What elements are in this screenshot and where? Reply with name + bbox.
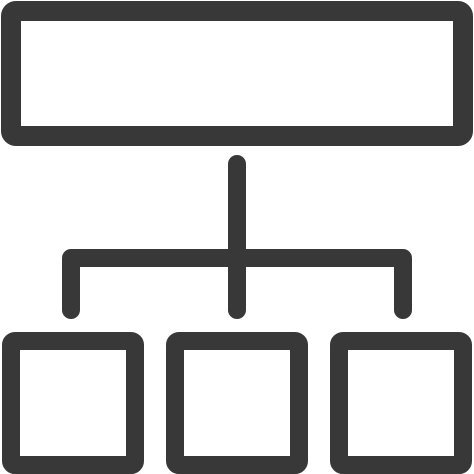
- branch-connector: [62, 249, 412, 319]
- child-node-right: [330, 332, 472, 474]
- child-node-middle: [166, 332, 308, 474]
- child-node-left: [2, 332, 144, 474]
- root-node: [1, 1, 473, 146]
